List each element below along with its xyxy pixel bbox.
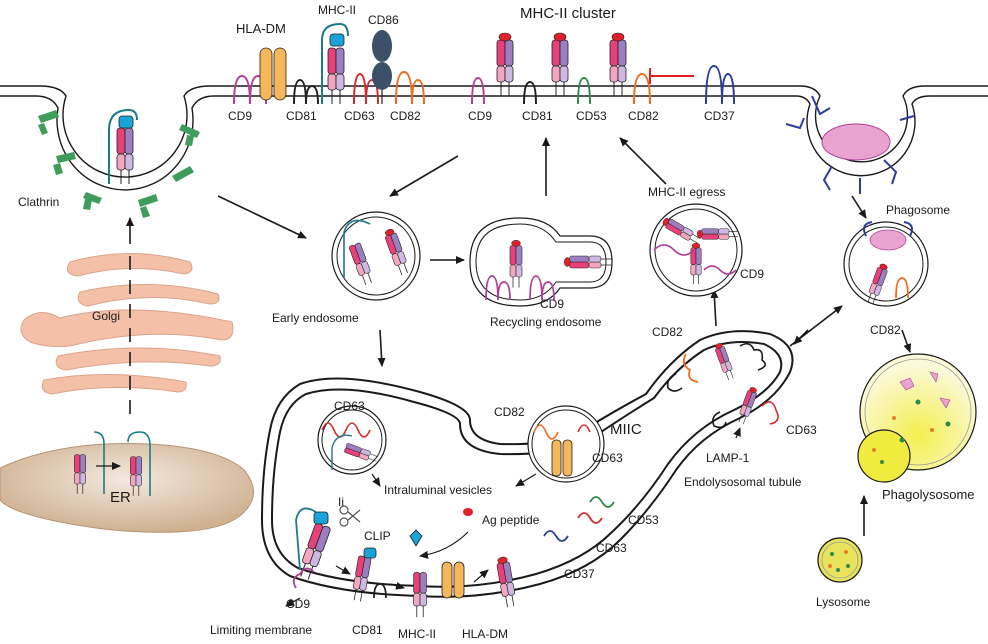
scissors-icon (339, 505, 361, 527)
ag-peptide-label: Ag peptide (482, 513, 540, 527)
cd82-phagosome-label: CD82 (870, 323, 901, 337)
cd82-ilv2-label: CD82 (494, 405, 525, 419)
mhc-cluster-title: MHC-II cluster (520, 5, 616, 22)
phagosome (843, 221, 929, 307)
cd82-top (395, 70, 425, 105)
cd37-miic-label: CD37 (564, 567, 595, 581)
cd81-label-cluster: CD81 (522, 109, 553, 123)
flow-arrows (217, 137, 912, 536)
cd53-miic-label: CD53 (628, 513, 659, 527)
lysosome (817, 537, 863, 583)
cd37-label-cluster: CD37 (704, 109, 735, 123)
cd81-label-top-left: CD81 (286, 109, 317, 123)
mhc-egress-label: MHC-II egress (648, 185, 726, 199)
golgi-label: Golgi (92, 309, 121, 323)
tubule-contents (666, 342, 779, 429)
clathrin-label: Clathrin (18, 195, 60, 209)
cd63-tubule-label: CD63 (786, 423, 817, 437)
miic-label: MIIC (610, 421, 642, 438)
early-endosome-label: Early endosome (272, 311, 359, 325)
intraluminal-vesicle-1 (317, 405, 387, 475)
miic-membrane-proteins (292, 496, 615, 618)
cd82-label-top-left: CD82 (390, 109, 421, 123)
hla-dm-limit-label: HLA-DM (462, 627, 509, 641)
endoplasmic-reticulum (0, 431, 254, 533)
phagolysosome-label: Phagolysosome (882, 487, 975, 502)
cd82-tubule-label: CD82 (652, 325, 683, 339)
miic-compartment (260, 330, 794, 598)
hla-dm-top (259, 47, 287, 101)
cd86 (372, 30, 392, 104)
hla-dm-top-label: HLA-DM (236, 21, 286, 36)
intraluminal-vesicle-2 (527, 405, 605, 483)
cd9-egress-label: CD9 (740, 267, 765, 281)
early-endosome (331, 211, 421, 301)
cd63-ilv2-label: CD63 (592, 451, 623, 465)
cd63-miic-label: CD63 (596, 541, 627, 555)
recycling-endosome-label: Recycling endosome (490, 315, 602, 329)
cd9-limit-label: CD9 (286, 597, 311, 611)
cd81-top (293, 78, 319, 105)
limiting-membrane-label: Limiting membrane (210, 623, 313, 637)
endolysosomal-tubule-label: Endolysosomal tubule (684, 475, 802, 489)
cd9-label-cluster: CD9 (468, 109, 493, 123)
lysosome-label: Lysosome (816, 595, 871, 609)
clip-label: CLIP (364, 529, 391, 543)
ii-label: Ii (338, 495, 344, 509)
clathrin-coat (38, 110, 200, 218)
mhc-in-pit (108, 108, 138, 185)
egress-vesicle (649, 203, 743, 297)
mhc-cluster (471, 32, 735, 105)
intraluminal-vesicles-label: Intraluminal vesicles (384, 483, 493, 497)
mhc-top-label: MHC-II (318, 3, 356, 17)
mhc-top (321, 22, 349, 105)
cd82-label-cluster: CD82 (628, 109, 659, 123)
cd9-label-top-left: CD9 (228, 109, 253, 123)
phagolysosome (857, 353, 977, 483)
golgi (20, 253, 234, 395)
mhc-limit-label: MHC-II (398, 627, 436, 641)
lamp1-label: LAMP-1 (706, 451, 750, 465)
cd9-recycling-label: CD9 (540, 297, 565, 311)
cd81-limit-label: CD81 (352, 623, 383, 637)
cd63-label-top-left: CD63 (344, 109, 375, 123)
er-label: ER (110, 489, 131, 506)
phagosome-label: Phagosome (886, 203, 951, 217)
phagocytic-cup (785, 95, 915, 194)
recycling-endosome (469, 217, 613, 307)
cd63-ilv1-label: CD63 (334, 399, 365, 413)
cd86-label: CD86 (368, 13, 399, 27)
cd53-label-cluster: CD53 (576, 109, 607, 123)
